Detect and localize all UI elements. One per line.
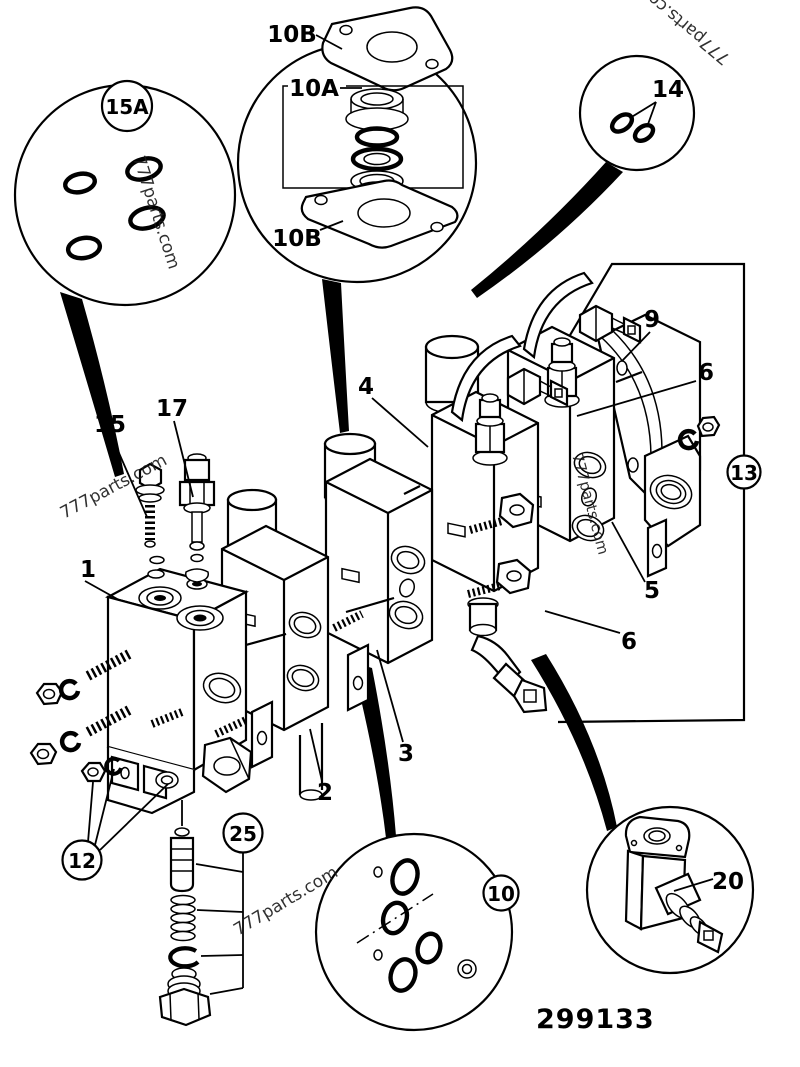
callout-20: 20 — [712, 869, 744, 895]
relief-cartridge-25 — [158, 800, 212, 1027]
callout-6-lower: 6 — [621, 629, 637, 655]
callout-17: 17 — [156, 396, 188, 422]
callout-13: 13 — [730, 461, 758, 485]
callout-10: 10 — [487, 882, 515, 906]
end-section — [506, 271, 721, 578]
callout-4: 4 — [358, 374, 374, 400]
callout-6-upper: 6 — [698, 360, 714, 386]
detail-circle-20 — [585, 805, 755, 975]
callout-labels: 15 17 4 9 6 5 6 1 2 3 20 — [80, 307, 744, 895]
callout-2: 2 — [317, 780, 333, 806]
detail-circle-15a: 15A — [13, 79, 237, 307]
callout-10b-top: 10B — [267, 22, 317, 48]
callout-3: 3 — [398, 741, 414, 767]
callout-14: 14 — [652, 77, 684, 103]
detail-circle-10: 10 — [314, 832, 520, 1032]
valve-section-3 — [323, 432, 434, 712]
callout-15a: 15A — [105, 95, 149, 119]
mounting-hardware-12 — [29, 648, 179, 789]
drawing-number: 299133 — [536, 1004, 655, 1035]
callout-bubble-15a — [100, 79, 154, 133]
callout-25: 25 — [229, 822, 257, 846]
valve-section-2 — [175, 488, 364, 801]
detail-circle-14: 14 — [578, 54, 696, 172]
callout-10b-bottom: 10B — [272, 226, 322, 252]
callout-12: 12 — [68, 849, 96, 873]
valve-section-4 — [424, 334, 569, 714]
callout-9: 9 — [644, 307, 660, 333]
circled-callouts: 12 25 — [61, 768, 264, 995]
leader-wedges — [60, 162, 623, 838]
callout-10a: 10A — [289, 76, 339, 102]
callout-15: 15 — [94, 412, 126, 438]
valve-section-1 — [105, 567, 253, 815]
callout-5: 5 — [644, 578, 660, 604]
callout-1: 1 — [80, 557, 96, 583]
detail-circle-10ab: 10B 10A 10B — [236, 6, 478, 284]
valve-assembly — [105, 271, 721, 815]
plug-17 — [178, 453, 216, 583]
